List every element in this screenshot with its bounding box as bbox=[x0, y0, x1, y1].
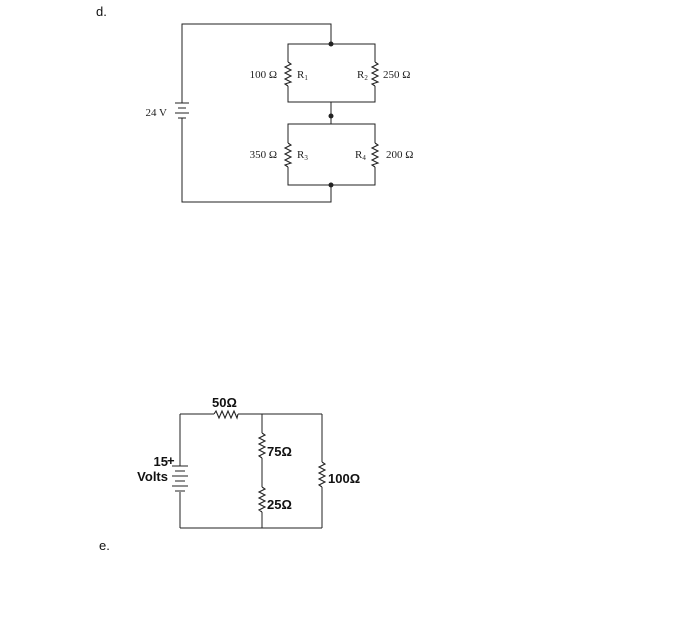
d-r2-value: 250 Ω bbox=[383, 69, 410, 81]
d-resistor-r4-icon bbox=[370, 142, 380, 168]
d-resistor-r3-icon bbox=[283, 142, 293, 168]
e-source-unit: Volts bbox=[137, 469, 168, 484]
e-plus-sign: + bbox=[167, 453, 175, 468]
d-resistor-r1-icon bbox=[283, 61, 293, 87]
d-top-wire bbox=[181, 23, 332, 103]
circuit-d: 24 V 100 Ω R1 R2 250 Ω 350 Ω R3 R4 200 Ω bbox=[146, 23, 413, 203]
d-r3-value: 350 Ω bbox=[250, 149, 277, 161]
d-r1-value: 100 Ω bbox=[250, 69, 277, 81]
e-r100-label: 100Ω bbox=[328, 471, 360, 486]
e-r50-label: 50Ω bbox=[212, 395, 237, 410]
d-bottom-wire bbox=[181, 123, 332, 203]
d-r4-name: R4 bbox=[355, 149, 366, 162]
d-source-label: 24 V bbox=[146, 107, 168, 119]
e-r25-label: 25Ω bbox=[267, 497, 292, 512]
d-r3-name: R3 bbox=[297, 149, 308, 162]
d-node-bottom bbox=[328, 182, 334, 188]
d-r2-name: R2 bbox=[357, 69, 368, 82]
problem-d-label: d. bbox=[96, 4, 107, 19]
e-resistor-75-icon bbox=[257, 432, 267, 459]
e-resistor-100-icon bbox=[317, 461, 327, 488]
e-resistor-25-icon bbox=[257, 486, 267, 513]
d-battery-icon bbox=[175, 102, 189, 123]
e-resistor-50-icon bbox=[213, 409, 239, 420]
d-node-top bbox=[328, 41, 334, 47]
e-r75-label: 75Ω bbox=[267, 444, 292, 459]
d-r1-name: R1 bbox=[297, 69, 308, 82]
d-resistor-r2-icon bbox=[370, 61, 380, 87]
problem-e-label: e. bbox=[99, 538, 110, 553]
e-source-value: 15 bbox=[154, 454, 168, 469]
d-r4-value: 200 Ω bbox=[386, 149, 413, 161]
circuit-e: 50Ω 75Ω 25Ω 100Ω 15 Volts + bbox=[137, 395, 360, 529]
e-battery-icon bbox=[172, 465, 188, 492]
